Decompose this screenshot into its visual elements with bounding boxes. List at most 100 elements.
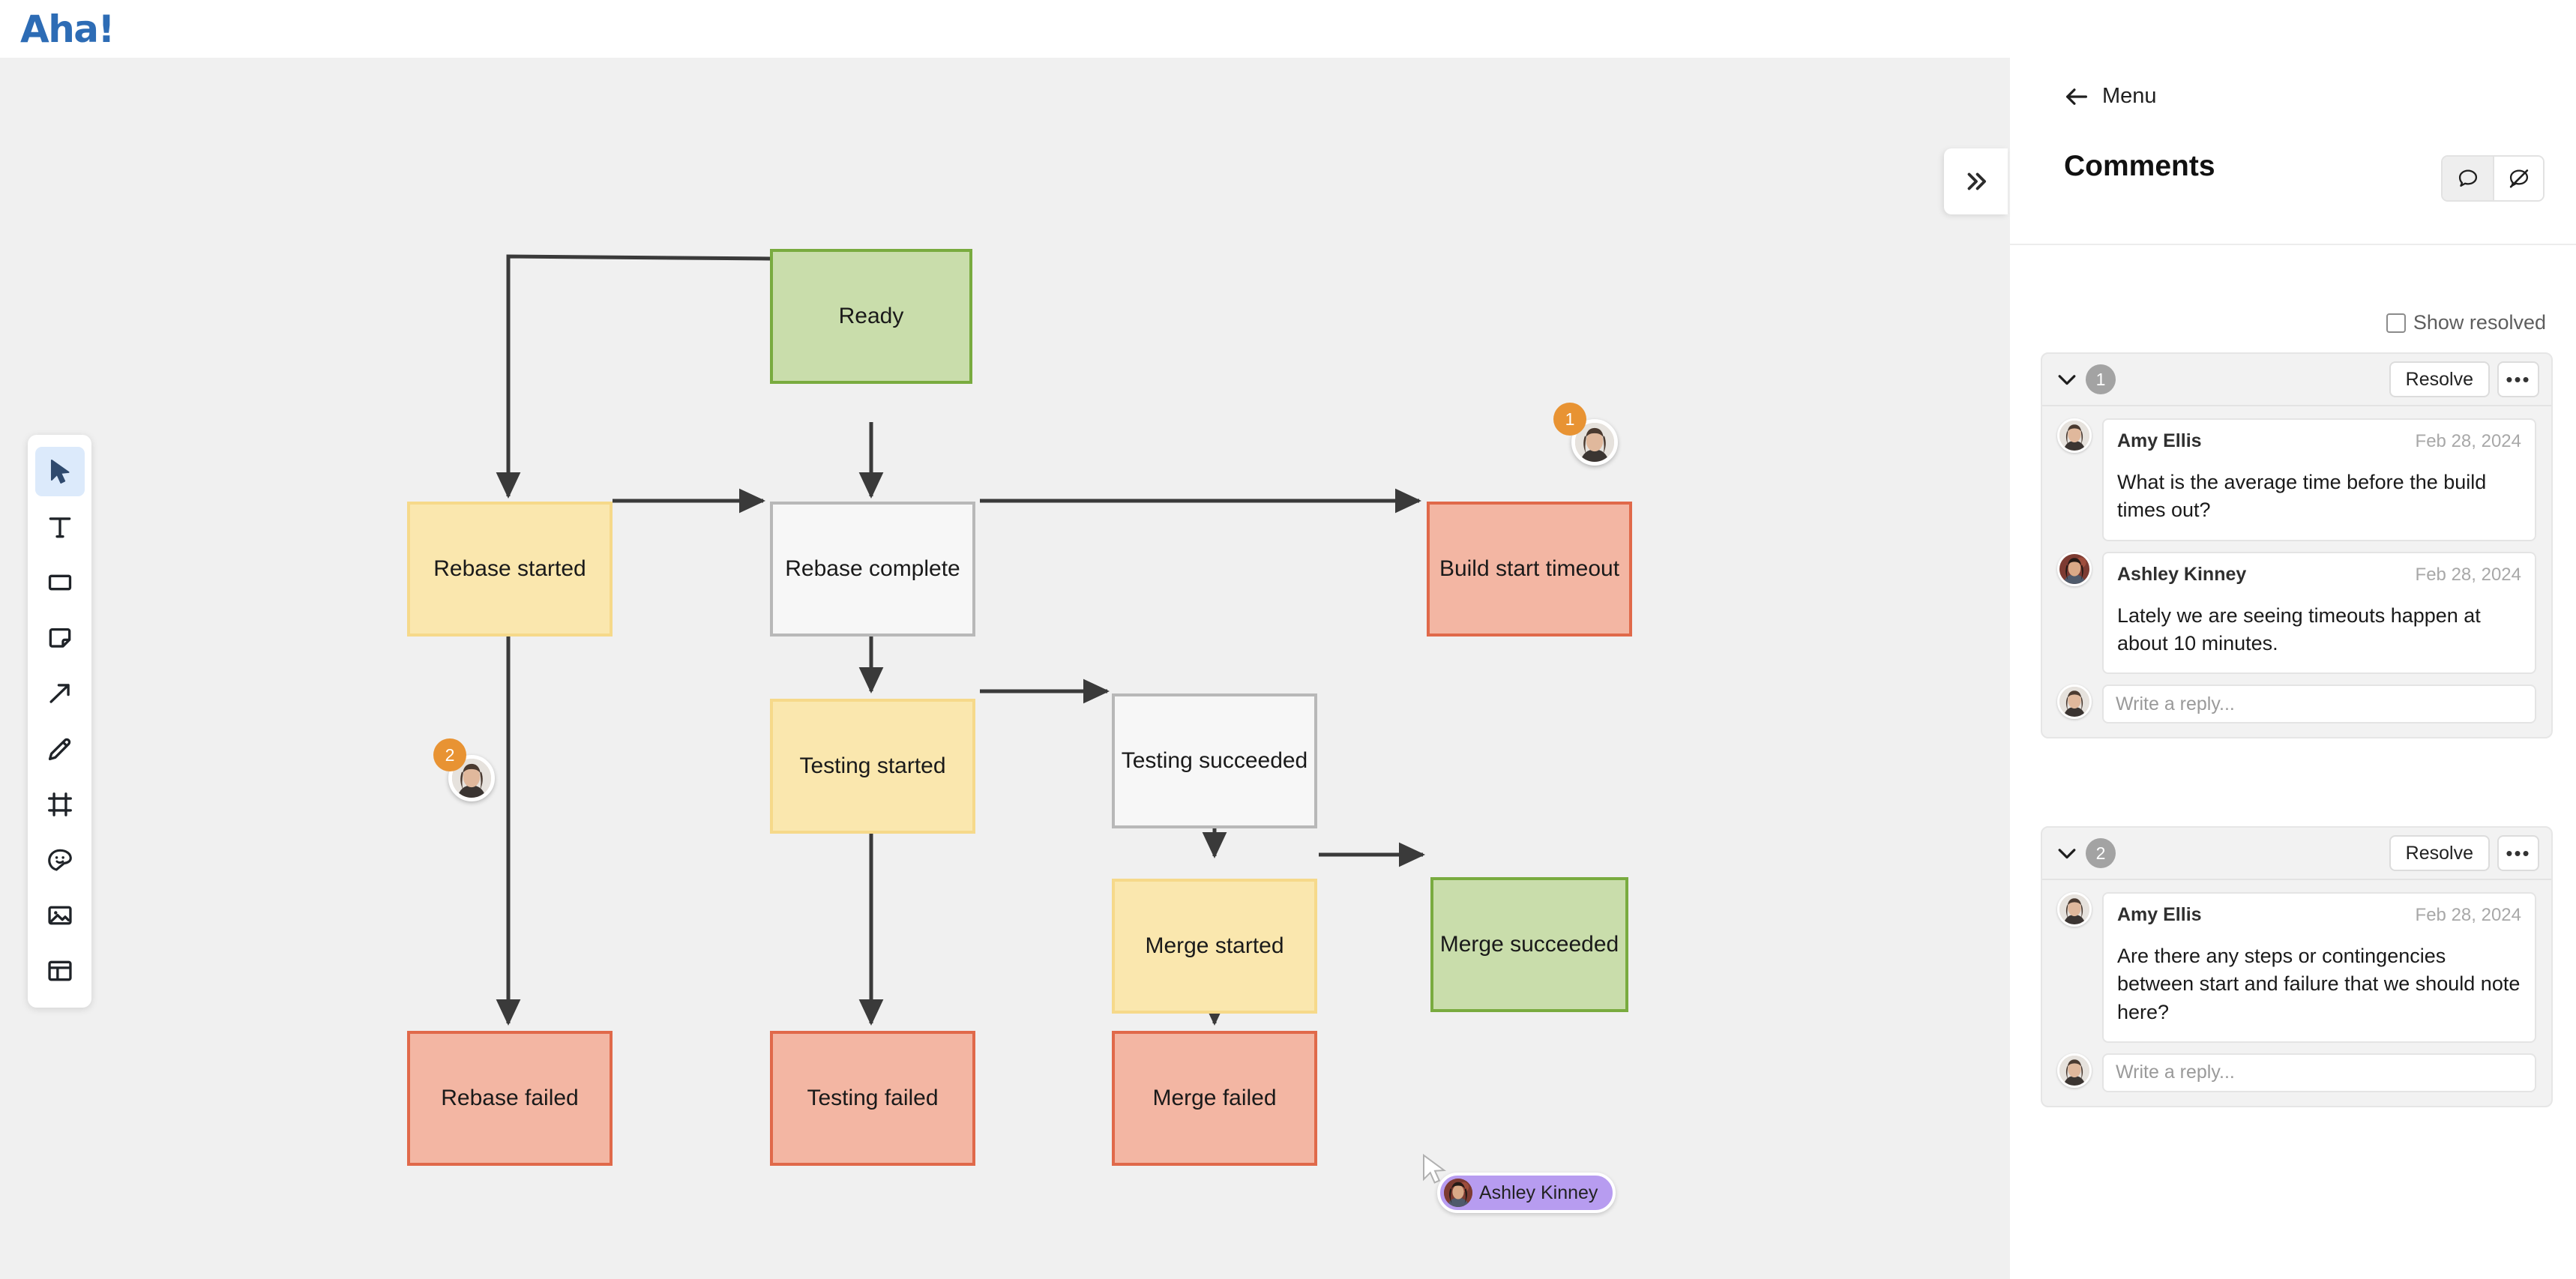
hide-comments-toggle[interactable] (2493, 157, 2543, 200)
node-testing-failed[interactable]: Testing failed (770, 1031, 975, 1166)
comment-bubble-off-icon (2509, 169, 2528, 188)
avatar-ashley-kinney (1444, 1179, 1472, 1207)
layout-template-icon (47, 960, 72, 981)
node-label: Testing started (799, 753, 946, 778)
comment-thread-1: 1 Resolve ••• (2041, 352, 2553, 738)
arrow-diagonal-icon (49, 684, 70, 703)
avatar-ashley-kinney (2057, 551, 2092, 586)
thread-actions: Resolve ••• (2389, 835, 2539, 871)
show-comments-toggle[interactable] (2443, 157, 2493, 200)
chevron-down-icon (2058, 375, 2076, 385)
comment-bubble-icon (2458, 169, 2477, 187)
live-cursor: Ashley Kinney (1421, 1154, 1616, 1213)
comment-bubble: Ashley Kinney Feb 28, 2024 Lately we are… (2102, 551, 2536, 674)
image-tool[interactable] (35, 891, 85, 940)
avatar-current-user (2057, 1053, 2092, 1088)
thread-number: 1 (2095, 369, 2106, 389)
avatar-amy-ellis (2057, 418, 2092, 453)
pencil-icon (48, 738, 70, 761)
comment-date: Feb 28, 2024 (2415, 905, 2521, 925)
node-label: Rebase started (433, 556, 586, 581)
comment-meta: Amy Ellis Feb 28, 2024 (2117, 904, 2521, 926)
arrow-tool[interactable] (35, 669, 85, 718)
comment-pin-badge-2[interactable]: 2 (433, 738, 466, 771)
thread-more-button[interactable]: ••• (2497, 835, 2539, 871)
thread-number: 2 (2095, 843, 2106, 863)
template-tool[interactable] (35, 946, 85, 996)
comment-pin-2[interactable] (448, 755, 495, 801)
thread-header: 2 Resolve ••• (2042, 828, 2551, 880)
note-tool[interactable] (35, 613, 85, 663)
collapse-panel-button[interactable] (1944, 148, 2008, 214)
comment-text: Lately we are seeing timeouts happen at … (2117, 604, 2481, 654)
comment-author: Amy Ellis (2117, 904, 2202, 925)
comment-date: Feb 28, 2024 (2415, 564, 2521, 585)
select-tool[interactable] (34, 447, 85, 496)
flow-connectors (496, 254, 1425, 1026)
aha-logo[interactable]: Aha! (20, 7, 115, 51)
cursor-name-label: Ashley Kinney (1479, 1182, 1598, 1203)
canvas-toolbar (28, 435, 91, 1008)
chevron-double-right-icon (1967, 172, 1986, 190)
thread-number-badge: 2 (2086, 838, 2116, 868)
menu-label: Menu (2102, 84, 2157, 108)
thread-number-badge: 1 (2086, 364, 2116, 394)
node-rebase-started[interactable]: Rebase started (407, 502, 613, 637)
node-label: Ready (838, 304, 904, 328)
comment-bubble: Amy Ellis Feb 28, 2024 Are there any ste… (2102, 892, 2536, 1043)
avatar-amy-ellis (1575, 423, 1614, 462)
cursor-name-badge: Ashley Kinney (1437, 1173, 1616, 1213)
node-merge-started[interactable]: Merge started (1112, 879, 1317, 1014)
text-t-icon (49, 517, 70, 538)
reply-input[interactable]: Write a reply... (2102, 684, 2536, 723)
comment-item: Amy Ellis Feb 28, 2024 Are there any ste… (2057, 892, 2536, 1043)
page-title: Comments (2064, 150, 2215, 182)
node-rebase-failed[interactable]: Rebase failed (407, 1031, 613, 1166)
back-to-menu-button[interactable]: Menu (2064, 84, 2157, 109)
arrow-left-icon (2066, 88, 2087, 105)
comment-pin-1[interactable] (1571, 419, 1618, 466)
comment-author: Ashley Kinney (2117, 563, 2247, 585)
frame-tool[interactable] (35, 780, 85, 829)
chevron-down-icon (2058, 849, 2076, 859)
avatar-current-user (2057, 684, 2092, 719)
node-merge-succeeded[interactable]: Merge succeeded (1430, 877, 1628, 1012)
node-label: Merge succeeded (1439, 932, 1619, 957)
comment-item: Amy Ellis Feb 28, 2024 What is the avera… (2057, 418, 2536, 541)
resolve-button[interactable]: Resolve (2389, 835, 2490, 871)
shape-tool[interactable] (35, 558, 85, 607)
node-rebase-complete[interactable]: Rebase complete (770, 502, 975, 637)
node-testing-started[interactable]: Testing started (770, 699, 975, 834)
node-ready[interactable]: Ready (770, 249, 972, 384)
reply-input[interactable]: Write a reply... (2102, 1053, 2536, 1092)
pen-tool[interactable] (35, 724, 85, 774)
node-testing-succeeded[interactable]: Testing succeeded (1112, 693, 1317, 828)
image-icon (47, 906, 72, 925)
comment-meta: Amy Ellis Feb 28, 2024 (2117, 430, 2521, 452)
whiteboard-canvas[interactable]: Ready Rebase started Rebase complete Bui… (0, 58, 2010, 1279)
cursor-arrow-icon (50, 460, 70, 484)
node-label: Testing succeeded (1121, 748, 1308, 773)
sticker-tool[interactable] (35, 835, 85, 885)
thread-body: Amy Ellis Feb 28, 2024 What is the avera… (2042, 406, 2551, 737)
thread-more-button[interactable]: ••• (2497, 361, 2539, 397)
node-label: Rebase failed (441, 1086, 579, 1110)
node-label: Merge failed (1152, 1086, 1277, 1110)
show-resolved-checkbox[interactable]: Show resolved (2386, 311, 2546, 334)
avatar-amy-ellis (2057, 892, 2092, 927)
node-build-start-timeout[interactable]: Build start timeout (1427, 502, 1632, 637)
cursor-arrow-icon (1423, 1154, 1447, 1184)
collapse-thread-button[interactable] (2054, 840, 2080, 866)
show-resolved-label: Show resolved (2413, 311, 2546, 334)
reply-row: Write a reply... (2057, 684, 2536, 723)
comment-pin-badge-1[interactable]: 1 (1553, 403, 1586, 436)
collapse-thread-button[interactable] (2054, 367, 2080, 392)
thread-body: Amy Ellis Feb 28, 2024 Are there any ste… (2042, 880, 2551, 1106)
node-merge-failed[interactable]: Merge failed (1112, 1031, 1317, 1166)
text-tool[interactable] (35, 502, 85, 552)
comments-panel: Menu Comments Show resolved (2010, 0, 2576, 1279)
comment-text: Are there any steps or contingencies bet… (2117, 945, 2521, 1023)
frame-icon (47, 792, 72, 816)
resolve-button[interactable]: Resolve (2389, 361, 2490, 397)
comment-meta: Ashley Kinney Feb 28, 2024 (2117, 564, 2521, 586)
